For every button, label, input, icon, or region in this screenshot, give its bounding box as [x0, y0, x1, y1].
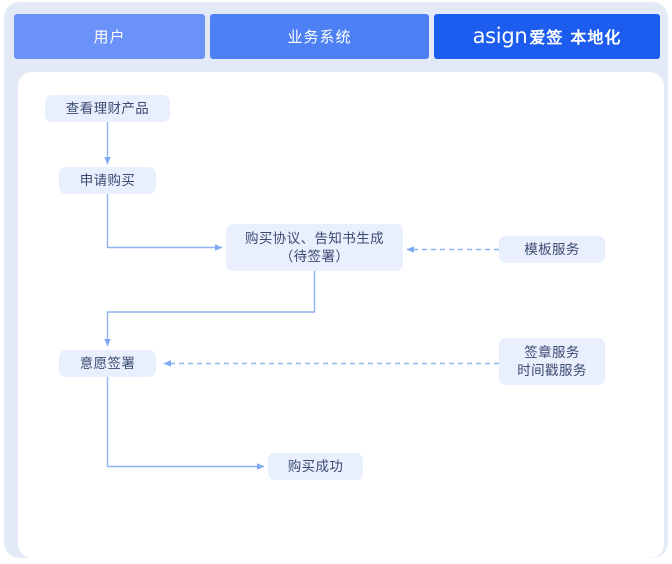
node-apply-purchase-label: 申请购买 [79, 172, 136, 188]
tab-business-system[interactable]: 业务系统 [210, 14, 429, 59]
node-view-product-label: 查看理财产品 [65, 100, 150, 116]
tab-asign[interactable]: asign 爱签 本地化 [434, 14, 660, 59]
tab-user-label: 用户 [93, 29, 126, 46]
node-contract-gen[interactable]: 购买协议、告知书生成 （待签署） [226, 224, 403, 271]
node-template-service-label: 模板服务 [524, 241, 580, 257]
asign-logo-mark: asign [472, 24, 528, 48]
asign-logo: asign 爱签 本地化 [473, 26, 622, 47]
asign-logo-suffix: 本地化 [570, 30, 622, 47]
node-seal-service-text: 签章服务 时间戳服务 [517, 344, 587, 380]
node-willing-sign[interactable]: 意愿签署 [59, 350, 156, 377]
lane-header-tabs: 用户 业务系统 asign 爱签 本地化 [14, 14, 660, 59]
node-willing-sign-label: 意愿签署 [79, 355, 136, 371]
node-contract-gen-line1: 购买协议、告知书生成 [245, 230, 384, 246]
node-seal-service[interactable]: 签章服务 时间戳服务 [499, 338, 605, 385]
node-seal-service-line1: 签章服务 [524, 344, 580, 360]
connector-sign-to-success [106, 377, 265, 470]
node-seal-service-line2: 时间戳服务 [517, 362, 587, 378]
asign-logo-cn: 爱签 [529, 30, 564, 47]
node-contract-gen-line2: （待签署） [279, 248, 350, 264]
node-purchase-success-label: 购买成功 [287, 458, 344, 474]
node-apply-purchase[interactable]: 申请购买 [59, 167, 156, 194]
flow-connectors [104, 122, 499, 470]
connector-contract-to-sign [104, 271, 316, 347]
connector-apply-to-contract [106, 194, 223, 251]
node-purchase-success[interactable]: 购买成功 [268, 453, 363, 480]
node-contract-gen-text: 购买协议、告知书生成 （待签署） [245, 230, 384, 266]
node-view-product[interactable]: 查看理财产品 [45, 95, 170, 122]
flow-canvas: 查看理财产品 申请购买 购买协议、告知书生成 （待签署） 模板服务 意愿签署 签… [18, 72, 664, 558]
tab-user[interactable]: 用户 [14, 14, 205, 59]
node-template-service[interactable]: 模板服务 [499, 236, 605, 263]
tab-business-system-label: 业务系统 [287, 29, 352, 46]
